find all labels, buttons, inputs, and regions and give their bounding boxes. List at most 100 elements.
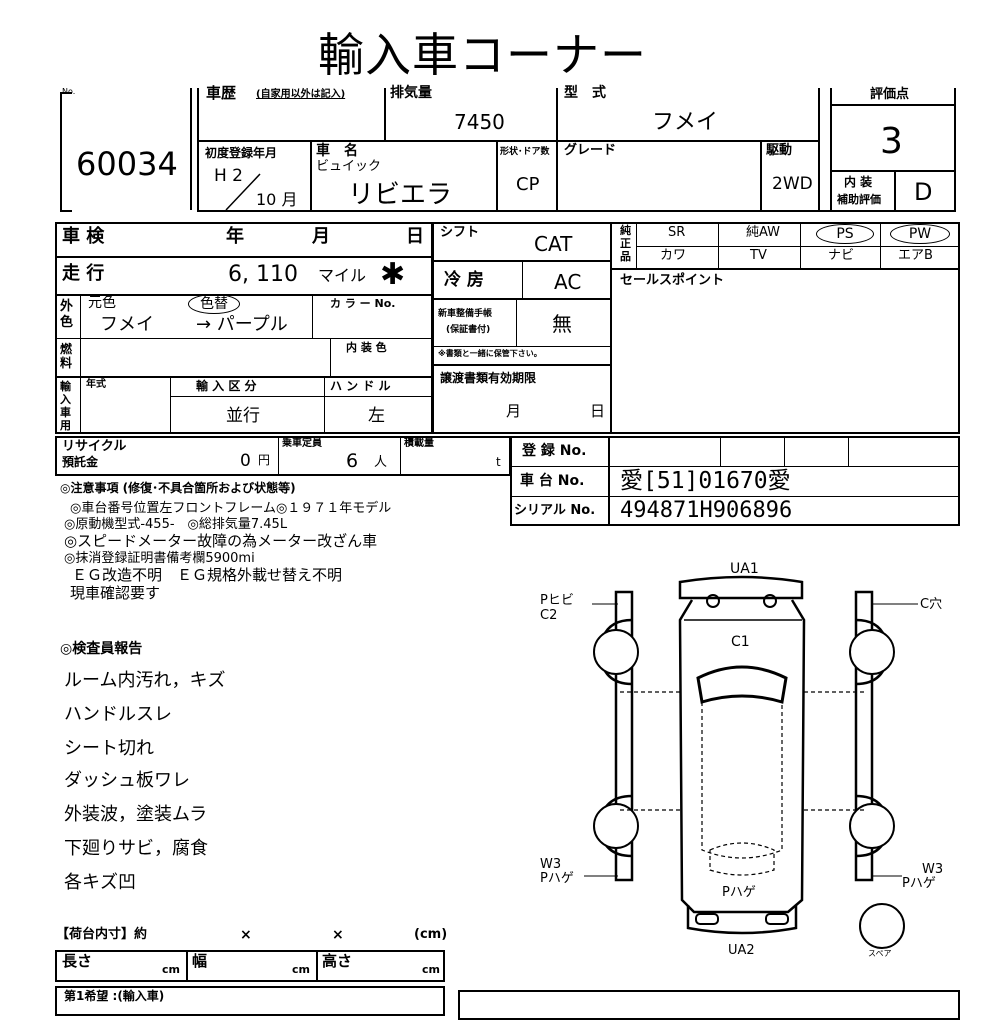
shift-label: シフト <box>440 225 480 240</box>
cargo-length-label: 長さ <box>62 952 93 970</box>
equip-airbag: エアB <box>898 248 933 263</box>
model-label: 型 式 <box>564 85 606 101</box>
interior-label: 内 装 <box>844 175 873 189</box>
lot-bracket <box>60 92 72 212</box>
load-label: 積載量 <box>404 438 434 449</box>
new-color: → パープル <box>196 314 288 335</box>
color-no-label: カ ラ ー No. <box>330 297 396 310</box>
import-class-value: 並行 <box>226 406 260 426</box>
note-line: ◎原動機型式-455- ◎総排気量7.45L <box>64 517 288 532</box>
history-note: (自家用以外は記入) <box>256 89 346 100</box>
displacement-label: 排気量 <box>390 85 432 101</box>
capacity-label: 乗車定員 <box>282 438 322 449</box>
model-value: フメイ <box>652 110 719 135</box>
cargo-times-2: × <box>332 927 344 943</box>
shape-label: 形状･ドア数 <box>500 147 550 157</box>
mileage-value: 6, 110 <box>228 262 298 287</box>
inspector-line: ダッシュ板ワレ <box>64 770 190 791</box>
repaint-label: 色替 <box>200 296 228 312</box>
equip-ps: PS <box>836 226 854 242</box>
service-book-note: ※書類と一緒に保管下さい。 <box>438 349 542 358</box>
serial-value: 494871H906896 <box>620 498 793 523</box>
import-class-label: 輸 入 区 分 <box>196 379 257 393</box>
cargo-width-label: 幅 <box>192 952 208 970</box>
interior-sub-label: 補助評価 <box>837 193 881 206</box>
first-reg-year: H 2 <box>214 166 244 186</box>
orig-color-label: 元色 <box>88 295 116 311</box>
equip-pw-badge: PW <box>890 224 950 244</box>
diagram-ua2: UA2 <box>728 943 755 958</box>
score-value: 3 <box>880 121 903 162</box>
equip-tv: TV <box>750 248 767 263</box>
notes-header: ◎注意事項 (修復･不具合箇所および状態等) <box>60 481 296 495</box>
service-book-label: 新車整備手帳 <box>438 309 493 319</box>
ac-label: 冷 房 <box>444 270 484 290</box>
inspector-line: ハンドルスレ <box>64 704 172 725</box>
car-diagram <box>584 575 918 949</box>
inspector-line: ルーム内汚れ，キズ <box>64 670 226 691</box>
diagram-w3-right: W3 <box>922 862 944 877</box>
diagram-w3-left: W3 <box>540 857 562 872</box>
service-book-value: 無 <box>552 312 572 336</box>
inspector-line: 外装波，塗装ムラ <box>64 804 208 825</box>
drive-value: 2WD <box>772 174 813 194</box>
car-name: リビエラ <box>348 180 453 210</box>
interior-value: D <box>914 178 933 206</box>
cargo-height-cm: cm <box>422 963 440 976</box>
equip-ps-badge: PS <box>816 224 874 244</box>
diagram-p-hibi: Pヒビ <box>540 593 574 608</box>
diagram-c1: C1 <box>731 634 750 650</box>
inspector-line: シート切れ <box>64 738 154 759</box>
score-label: 評価点 <box>870 87 910 102</box>
note-line: 現車確認要す <box>70 584 161 602</box>
inspection-label: 車 検 <box>62 226 105 247</box>
first-reg-label: 初度登録年月 <box>205 146 278 160</box>
page-title: 輸入車コーナー <box>318 28 647 82</box>
mileage-unit: マイル <box>318 266 367 285</box>
inspection-day: 日 <box>406 226 424 247</box>
cargo-unit: (cm) <box>414 927 448 942</box>
no-label: No. <box>62 87 76 96</box>
registration-label: 登 録 No. <box>522 443 587 459</box>
first-choice-label: 第1希望 :(輸入車) <box>64 989 165 1003</box>
cargo-label: 【荷台内寸】約 <box>56 927 148 942</box>
note-line: ◎車台番号位置左フロントフレーム◎１９７１年モデル <box>70 501 392 516</box>
diagram-c2: C2 <box>540 608 558 623</box>
equip-navi: ナビ <box>828 248 855 263</box>
maker-name: ビュイック <box>316 159 382 174</box>
recycle-value: 0 <box>240 451 251 471</box>
equip-leather: カワ <box>660 248 687 263</box>
transfer-month: 月 <box>506 402 522 420</box>
diagram-phage-left: Pハゲ <box>540 871 574 886</box>
equip-sr: SR <box>668 225 686 240</box>
sales-point-label: セールスポイント <box>620 273 725 288</box>
cargo-height-label: 高さ <box>322 952 353 970</box>
first-reg-month: 10 月 <box>256 190 298 209</box>
inspector-line: 下廻りサビ，腐食 <box>64 838 208 859</box>
equip-pw: PW <box>908 226 932 242</box>
shift-value: CAT <box>534 232 573 256</box>
cargo-times-1: × <box>240 927 252 943</box>
note-line: ◎スピードメーター故障の為メーター改ざん車 <box>64 532 378 550</box>
recycle-unit: 円 <box>258 453 271 467</box>
repaint-badge: 色替 <box>188 294 240 314</box>
ac-value: AC <box>554 270 582 294</box>
cargo-length-cm: cm <box>162 963 180 976</box>
diagram-spare: スペア <box>868 949 892 958</box>
recycle-label: リサイクル <box>62 439 127 454</box>
genuine-parts-label: 純正品 <box>620 224 631 263</box>
diagram-ua1: UA1 <box>730 561 759 577</box>
capacity-value: 6 <box>346 450 359 472</box>
transfer-label: 譲渡書類有効期限 <box>440 371 537 385</box>
diagram-phage-right: Pハゲ <box>902 876 936 891</box>
service-book-sub-label: (保証書付) <box>446 325 491 335</box>
inspection-month: 月 <box>312 226 330 247</box>
transfer-day: 日 <box>590 402 606 420</box>
load-unit: t <box>496 455 501 469</box>
model-year-label: 年式 <box>86 379 106 390</box>
inspector-header: ◎検査員報告 <box>60 641 143 657</box>
displacement-value: 7450 <box>454 110 505 134</box>
exterior-color-label: 外色 <box>60 299 74 330</box>
diagram-c-ana: C穴 <box>920 597 943 612</box>
serial-label: シリアル No. <box>514 503 596 518</box>
